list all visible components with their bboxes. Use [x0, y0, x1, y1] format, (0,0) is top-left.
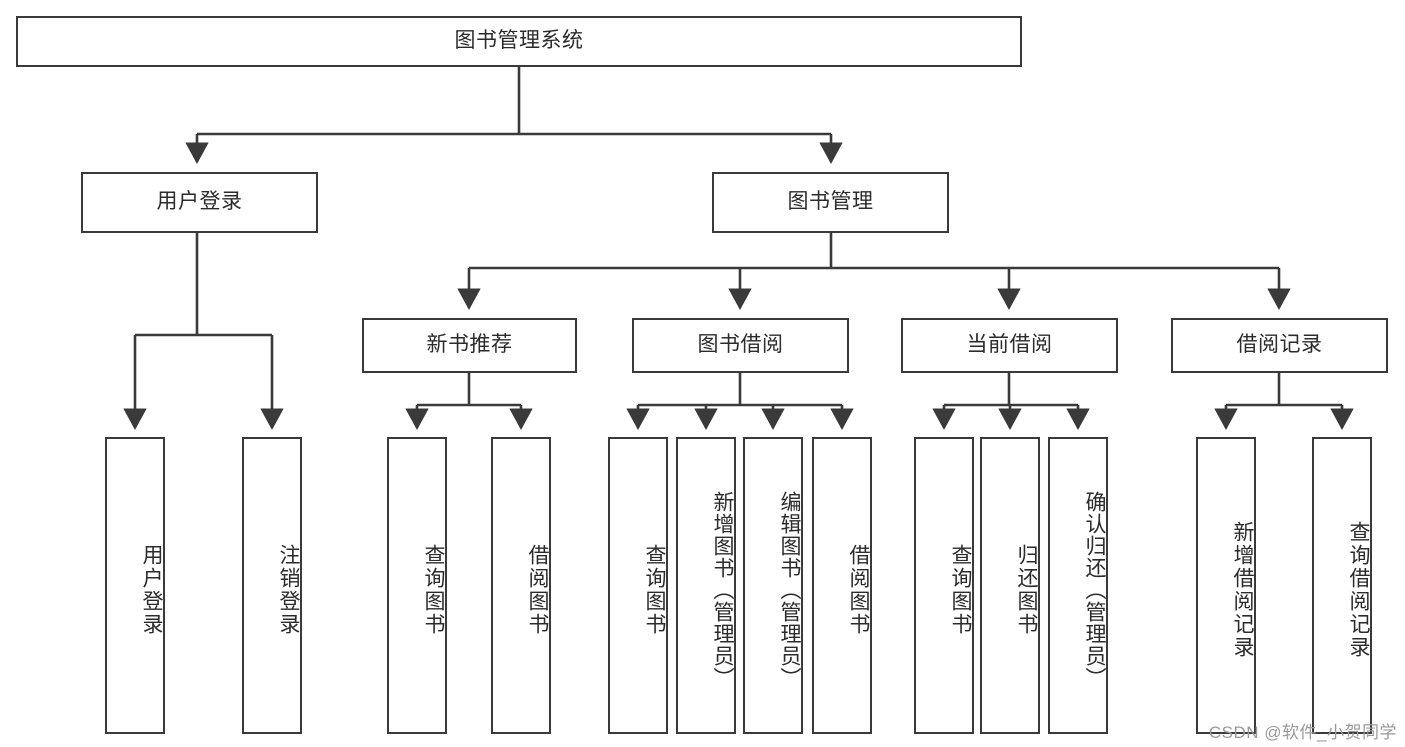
leaf-query-book-current[interactable]: 查询图书	[914, 437, 974, 734]
leaf-logout[interactable]: 注销登录	[242, 437, 302, 734]
leaf-user-login[interactable]: 用户登录	[105, 437, 165, 734]
leaf-query-book-borrow[interactable]: 查询图书	[608, 437, 668, 734]
node-current-borrow[interactable]: 当前借阅	[901, 318, 1118, 373]
leaf-return-book[interactable]: 归还图书	[980, 437, 1040, 734]
leaf-borrow-book[interactable]: 借阅图书	[812, 437, 872, 734]
leaf-borrow-book-newbook[interactable]: 借阅图书	[491, 437, 551, 734]
node-book-management-system[interactable]: 图书管理系统	[16, 16, 1022, 67]
node-new-book-recommend[interactable]: 新书推荐	[362, 318, 577, 373]
node-book-borrow[interactable]: 图书借阅	[632, 318, 849, 373]
leaf-confirm-return-admin[interactable]: 确认归还（管理员）	[1048, 437, 1108, 734]
node-user-login[interactable]: 用户登录	[81, 172, 318, 233]
node-borrow-records[interactable]: 借阅记录	[1171, 318, 1388, 373]
leaf-add-book-admin[interactable]: 新增图书（管理员）	[676, 437, 736, 734]
leaf-query-borrow-record[interactable]: 查询借阅记录	[1312, 437, 1372, 734]
node-book-management[interactable]: 图书管理	[712, 172, 949, 233]
watermark: CSDN @软件_小贺同学	[1208, 723, 1397, 742]
leaf-query-book-newbook[interactable]: 查询图书	[387, 437, 447, 734]
leaf-edit-book-admin[interactable]: 编辑图书（管理员）	[743, 437, 803, 734]
leaf-add-borrow-record[interactable]: 新增借阅记录	[1196, 437, 1256, 734]
